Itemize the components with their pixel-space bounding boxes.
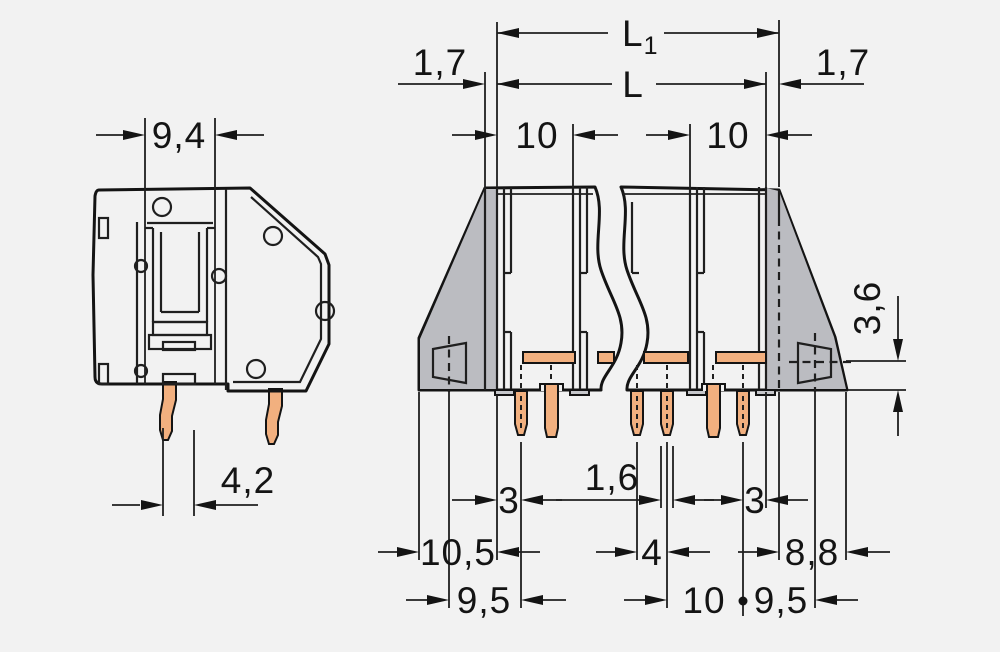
side-hole-mid (210, 267, 228, 285)
side-clamp-notch-upper (161, 340, 197, 352)
bus-bar-break-right (643, 351, 689, 364)
dim-pin-inset-right: 3 (704, 480, 808, 521)
dim-edge-left: 10,5 (378, 532, 540, 573)
bus-bar-pole4 (715, 351, 767, 364)
dim-overall-length: L1 (497, 10, 779, 60)
mounting-foot-left (431, 341, 468, 385)
dim-pin-width: 1,6 (556, 457, 714, 505)
dim-bottom-pitch-group: 10 9,5 (624, 580, 858, 621)
side-solder-pin-left (159, 381, 177, 441)
dim-foot-height-label: 3,6 (847, 281, 888, 335)
solder-pins-back-row (514, 390, 750, 436)
dim-pin-inset-right-label: 3 (744, 480, 766, 521)
side-edge-slot-lower (97, 362, 110, 386)
dim-pin-pair: 4 (596, 532, 710, 573)
solder-pin-3 (630, 390, 644, 436)
dim-pin-pair-label: 4 (641, 532, 663, 573)
side-view-body (91, 186, 331, 393)
dim-overall-main: L (622, 13, 644, 54)
dim-end-left: 1,7 (398, 42, 485, 89)
dim-pin-width-label: 1,6 (585, 457, 639, 498)
dim-pitch-top-left: 10 (452, 115, 618, 156)
dim-length-label: L (622, 64, 644, 105)
front-body-right (619, 185, 849, 392)
solder-pin-5 (706, 383, 721, 438)
front-view (417, 185, 852, 438)
dim-pitch-top-right-label: 10 (706, 115, 749, 156)
dim-pin-inset-left-label: 3 (498, 480, 520, 521)
dim-foot-to-pin-left: 9,5 (406, 580, 566, 621)
shared-dimension-dot (738, 596, 748, 606)
pin-stubs (520, 365, 744, 389)
dim-foot-height: 3,6 (847, 281, 903, 436)
dim-edge-right: 8,8 (738, 532, 890, 573)
dim-pitch-top-left-label: 10 (515, 115, 558, 156)
solder-pin-2 (544, 383, 559, 438)
side-edge-slot-upper (97, 216, 110, 240)
front-end-plate-right (766, 188, 846, 389)
side-view (91, 118, 336, 445)
dim-end-left-label: 1,7 (413, 42, 467, 83)
solder-pin-6 (736, 390, 750, 436)
side-clamp-notch-lower (161, 372, 197, 386)
side-plate-inner-contour (233, 196, 323, 384)
dim-foot-to-pin-right-label: 9,5 (754, 580, 808, 621)
side-bump-upper (133, 258, 149, 274)
bus-bars (522, 351, 767, 364)
front-end-plate-left (420, 189, 497, 389)
dim-edge-right-label: 8,8 (785, 532, 839, 573)
mounting-foot-right (796, 341, 833, 385)
solder-pin-4 (660, 390, 674, 436)
side-solder-pin-right (265, 388, 283, 445)
front-body-left (417, 185, 624, 392)
dim-overall-sub: 1 (644, 32, 659, 60)
dim-side-top-width-label: 9,4 (152, 115, 206, 156)
side-hole-bottom-right (245, 358, 267, 380)
dim-end-right-label: 1,7 (816, 42, 870, 83)
dim-edge-left-label: 10,5 (420, 532, 496, 573)
dimensions: 9,4 4,2 L1 L 1 (96, 10, 903, 621)
dim-side-pin-offset: 4,2 (112, 460, 275, 510)
side-bump-lower (133, 363, 149, 379)
bus-bar-pole1 (522, 351, 576, 364)
dim-length: L (497, 62, 766, 105)
dim-side-pin-offset-label: 4,2 (221, 460, 275, 501)
front-pole-notches (504, 187, 706, 390)
bus-bar-break-left (597, 351, 615, 364)
dim-side-top-width: 9,4 (96, 115, 264, 156)
dim-overall-length-label: L1 (622, 13, 658, 60)
extension-lines (162, 20, 906, 616)
solder-pin-1 (514, 390, 528, 436)
side-hole-top-right (262, 225, 284, 247)
dim-pin-inset-left: 3 (452, 480, 562, 521)
dim-bottom-pitch-label: 10 (682, 580, 725, 621)
dim-end-right: 1,7 (779, 42, 870, 89)
side-hole-right (314, 300, 336, 322)
side-hole-top-center (151, 196, 173, 218)
dim-foot-to-pin-left-label: 9,5 (457, 580, 511, 621)
dim-pitch-top-right: 10 (646, 115, 812, 156)
